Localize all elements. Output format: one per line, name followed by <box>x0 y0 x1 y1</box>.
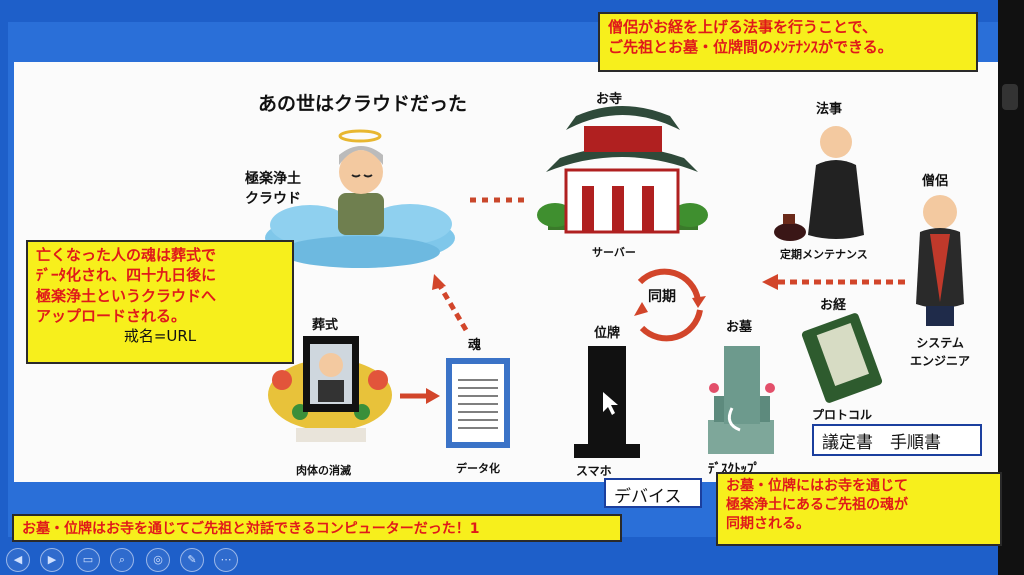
label-soul: 魂 <box>468 338 482 353</box>
top-note-line-2: ご先祖とお墓・位牌間のﾒﾝﾃﾅﾝｽができる。 <box>608 38 893 57</box>
cloud-icon <box>265 204 455 268</box>
pointer-icon[interactable]: ✎ <box>180 548 204 572</box>
top-note: 僧侶がお経を上げる法事を行うことで、 ご先祖とお墓・位牌間のﾒﾝﾃﾅﾝｽができる… <box>598 12 978 72</box>
document-icon <box>446 358 510 448</box>
sutra-scroll-icon <box>801 313 883 403</box>
camera-icon <box>1002 84 1018 110</box>
funeral-altar-icon <box>268 336 392 442</box>
sync-icon <box>634 268 706 342</box>
left-note-line-2: ﾃﾞｰﾀ化され、四十九日後に <box>36 266 217 285</box>
grave-icon <box>708 346 775 454</box>
monk-memorial-icon <box>774 126 864 241</box>
label-protocol: プロトコル <box>812 408 873 422</box>
label-ihai: 位牌 <box>594 326 621 341</box>
label-priest: 僧侶 <box>922 174 949 189</box>
bottom-right-note: お墓・位牌にはお寺を通じて 極楽浄土にあるご先祖の魂が 同期される。 <box>716 472 1002 546</box>
label-paradise-2: クラウド <box>245 190 301 207</box>
device-box: デバイス <box>604 478 702 508</box>
more-icon[interactable]: ⋯ <box>214 548 238 572</box>
label-temple: お寺 <box>596 92 623 107</box>
left-note-center: 戒名=URL <box>123 327 197 345</box>
bottom-left-note: お墓・位牌はお寺を通じてご先祖と対話できるコンピューターだった！1 <box>12 514 622 542</box>
documents-box: 議定書 手順書 <box>812 424 982 456</box>
play-icon[interactable]: ◀ <box>6 548 30 572</box>
slide-title: あの世はクラウドだった <box>258 93 468 115</box>
label-sync: 同期 <box>648 289 676 305</box>
label-smartphone: スマホ <box>576 464 612 478</box>
label-regular-maintenance: 定期メンテナンス <box>780 248 868 261</box>
label-server: サーバー <box>592 246 636 259</box>
label-funeral: 葬式 <box>312 318 339 333</box>
search-icon[interactable]: ⌕ <box>110 548 134 572</box>
label-sutra: お経 <box>820 298 847 313</box>
screen-icon[interactable]: ◎ <box>146 548 170 572</box>
bottom-right-note-3: 同期される。 <box>726 515 810 532</box>
bottom-right-note-2: 極楽浄土にあるご先祖の魂が <box>726 496 908 513</box>
ihai-icon <box>574 346 640 458</box>
label-grave: お墓 <box>726 320 753 335</box>
slides-icon[interactable]: ▭ <box>76 548 100 572</box>
top-note-line-1: 僧侶がお経を上げる法事を行うことで、 <box>608 18 877 36</box>
label-memorial: 法事 <box>816 102 843 117</box>
label-body-end: 肉体の消滅 <box>296 464 351 477</box>
label-system-engineer: システム エンジニア <box>910 334 970 370</box>
next-icon[interactable]: ▶ <box>40 548 64 572</box>
label-datafication: データ化 <box>456 462 500 475</box>
label-system-engineer-1: システム <box>916 336 964 350</box>
label-paradise-1: 極楽浄土 <box>245 171 301 187</box>
left-note: 亡くなった人の魂は葬式で ﾃﾞｰﾀ化され、四十九日後に 極楽浄土というクラウドへ… <box>26 240 294 364</box>
temple-icon <box>537 106 708 234</box>
ancestor-icon <box>338 129 384 235</box>
label-paradise: 極楽浄土 クラウド <box>245 170 301 209</box>
left-note-line-4: アップロードされる。 <box>36 306 187 325</box>
priest-icon <box>916 195 964 326</box>
left-note-line-3: 極楽浄土というクラウドへ <box>36 286 217 305</box>
label-system-engineer-2: エンジニア <box>910 354 971 368</box>
left-note-line-1: 亡くなった人の魂は葬式で <box>36 246 217 264</box>
bottom-right-note-1: お墓・位牌にはお寺を通じて <box>726 478 908 494</box>
